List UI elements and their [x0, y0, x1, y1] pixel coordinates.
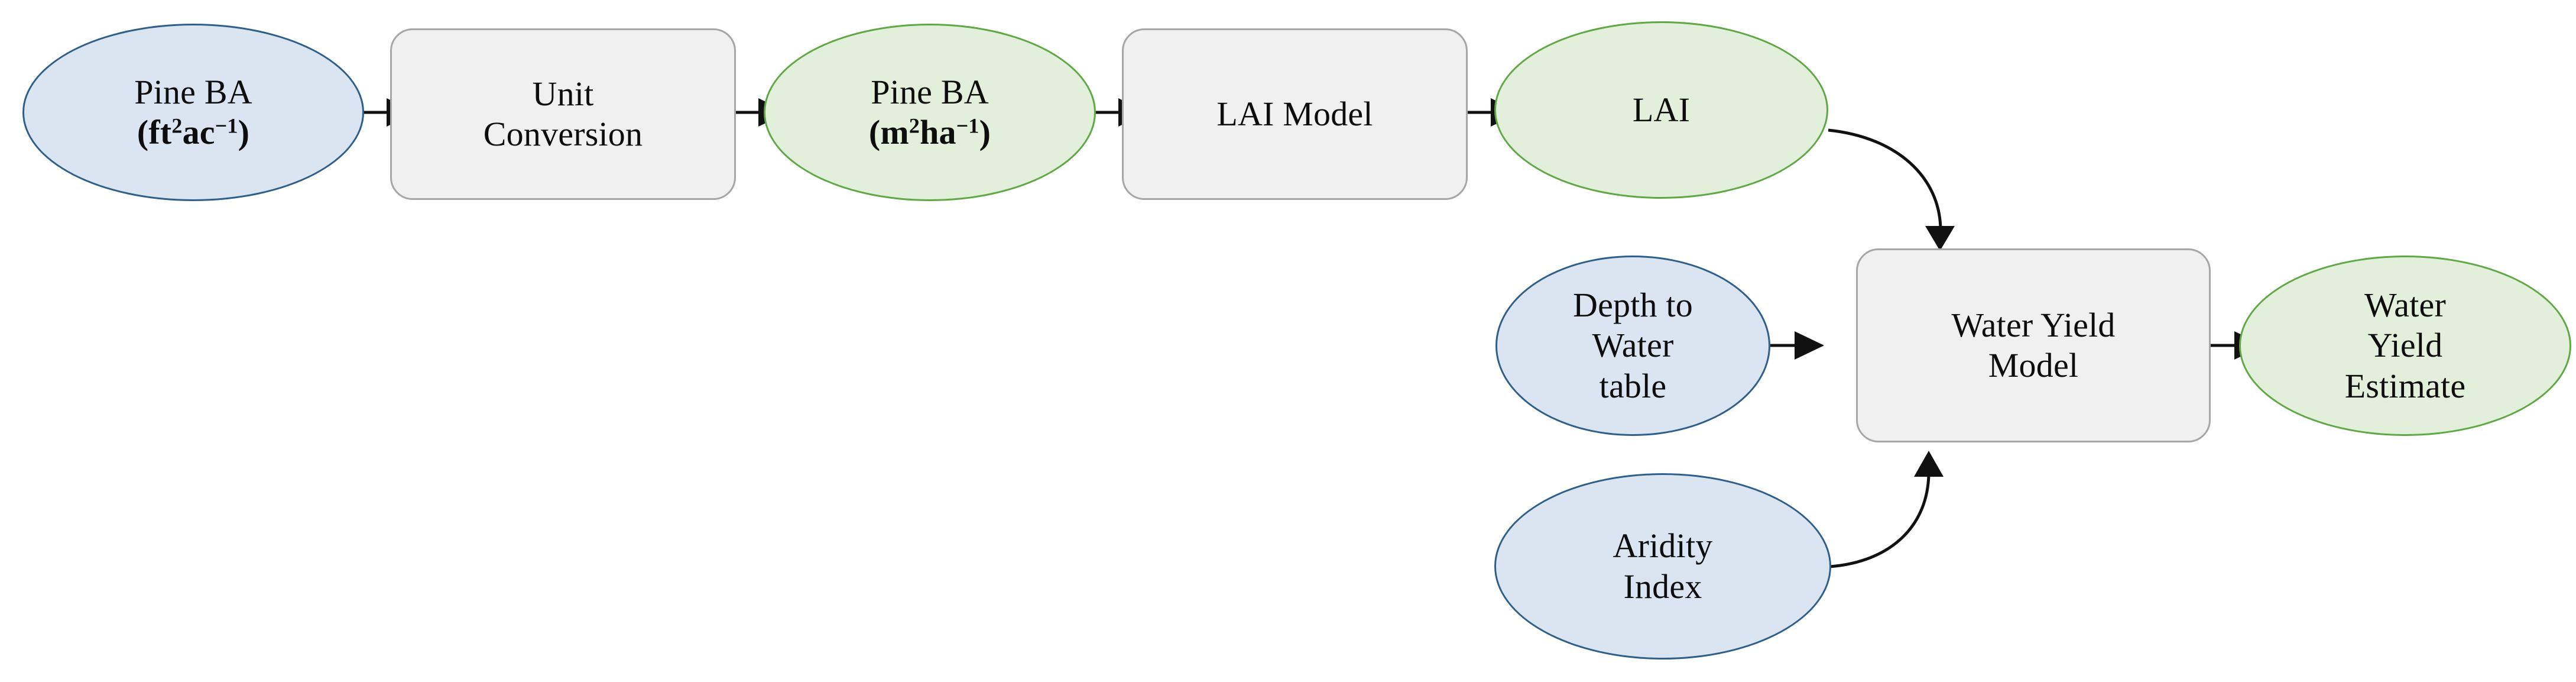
- node-aridity-index-label: Aridity Index: [1613, 526, 1713, 606]
- node-aridity-index[interactable]: Aridity Index: [1494, 473, 1831, 660]
- node-pine-ba-imperial-label: Pine BA (ft2ac−1): [134, 72, 252, 151]
- node-lai-label: LAI: [1632, 90, 1691, 129]
- edge-lai-to-water-yield-model: [1828, 128, 1955, 251]
- node-water-yield-estimate-label: Water Yield Estimate: [2344, 285, 2466, 405]
- node-water-yield-model-label: Water Yield Model: [1951, 305, 2116, 384]
- node-water-yield-model[interactable]: Water Yield Model: [1856, 248, 2211, 442]
- node-pine-ba-imperial[interactable]: Pine BA (ft2ac−1): [22, 24, 364, 201]
- node-depth-to-water-table-label: Depth to Water table: [1573, 285, 1693, 405]
- node-lai-model-label: LAI Model: [1216, 94, 1373, 133]
- node-pine-ba-metric[interactable]: Pine BA (m2ha−1): [764, 24, 1096, 201]
- node-pine-ba-metric-label: Pine BA (m2ha−1): [868, 72, 991, 151]
- node-water-yield-estimate[interactable]: Water Yield Estimate: [2239, 256, 2571, 436]
- edge-depth-to-water-table-to-water-yield-model: [1770, 331, 1824, 360]
- node-lai-model[interactable]: LAI Model: [1122, 28, 1468, 200]
- node-unit-conversion[interactable]: Unit Conversion: [390, 28, 736, 200]
- node-depth-to-water-table[interactable]: Depth to Water table: [1495, 256, 1770, 436]
- node-unit-conversion-label: Unit Conversion: [483, 74, 643, 153]
- node-lai[interactable]: LAI: [1494, 21, 1828, 199]
- edge-aridity-index-to-water-yield-model: [1829, 451, 1944, 568]
